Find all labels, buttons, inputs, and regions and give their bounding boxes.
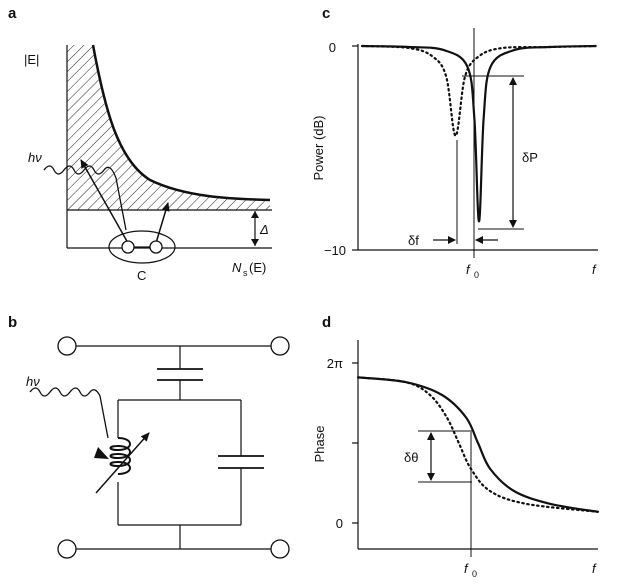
variable-inductor-arrow bbox=[95, 432, 150, 494]
port-bottom-left bbox=[57, 539, 77, 559]
delta-p-arrow-head-down bbox=[509, 220, 517, 228]
delta-p-arrow-head-up bbox=[509, 77, 517, 85]
d-series-group bbox=[356, 376, 600, 513]
delta-theta-label: δθ bbox=[404, 450, 418, 465]
panel-letter-c: c bbox=[322, 5, 330, 22]
panel-letter-a: a bbox=[8, 5, 17, 22]
panel-a: a |E| Δ hν C N s (E) bbox=[8, 5, 272, 283]
excitation-arrow-1 bbox=[80, 159, 129, 244]
variable-inductor-coil bbox=[109, 437, 131, 475]
x-end-label-c: f bbox=[592, 262, 597, 277]
delta-f-arrow-head-right bbox=[475, 236, 483, 244]
panel-b: b hν bbox=[8, 314, 290, 559]
dos-axis-label-sub: s bbox=[243, 268, 248, 278]
x-tick-f0-c-sub: 0 bbox=[474, 270, 479, 280]
y-tick-label-c-bottom: −10 bbox=[324, 243, 346, 258]
c-series-group bbox=[360, 44, 598, 223]
series-line-c-solid bbox=[361, 44, 597, 223]
series-line-c-dotted bbox=[360, 44, 598, 137]
cooper-pair-outline bbox=[108, 230, 176, 264]
energy-axis-label: |E| bbox=[24, 52, 39, 67]
photon-wave-b bbox=[29, 387, 109, 439]
x-tick-f0-d-main: f bbox=[464, 561, 469, 576]
delta-f-arrow-head-left bbox=[448, 236, 456, 244]
series-line-d-dotted bbox=[356, 376, 600, 513]
port-top-right bbox=[270, 336, 290, 356]
panel-d: d Phase 2π 0 δθ f 0 f bbox=[312, 314, 600, 579]
y-tick-label-d-bottom: 0 bbox=[336, 516, 343, 531]
cooper-pair-label: C bbox=[137, 268, 146, 283]
y-axis-label-d: Phase bbox=[312, 426, 327, 463]
density-of-states-curve bbox=[91, 44, 271, 202]
dos-axis-label-main: N bbox=[232, 260, 242, 275]
x-tick-f0-d-sub: 0 bbox=[472, 569, 477, 579]
y-tick-label-d-top: 2π bbox=[327, 356, 343, 371]
quasiparticle-states-region bbox=[67, 45, 270, 210]
dos-axis-label-tail: (E) bbox=[249, 260, 266, 275]
y-tick-label-c-top: 0 bbox=[329, 40, 336, 55]
port-bottom-right bbox=[270, 539, 290, 559]
series-line-d-solid bbox=[357, 376, 599, 513]
panel-letter-b: b bbox=[8, 314, 17, 331]
photon-label-a: hν bbox=[28, 150, 42, 165]
y-axis-label-c: Power (dB) bbox=[311, 115, 326, 180]
cooper-electron-1 bbox=[121, 240, 135, 254]
photon-wave-a bbox=[43, 165, 127, 231]
gap-arrow-head-up bbox=[251, 211, 259, 218]
gap-label: Δ bbox=[259, 222, 269, 237]
photon-label-b: hν bbox=[26, 374, 40, 389]
delta-f-label: δf bbox=[408, 233, 419, 248]
panel-c: c Power (dB) 0 −10 δP δf f 0 f bbox=[311, 5, 598, 280]
x-end-label-d: f bbox=[592, 561, 597, 576]
gap-arrow-head-down bbox=[251, 239, 259, 246]
delta-p-label: δP bbox=[522, 150, 538, 165]
panel-letter-d: d bbox=[322, 314, 331, 331]
x-tick-f0-c-main: f bbox=[466, 262, 471, 277]
photon-arrow-head-b bbox=[94, 447, 109, 459]
excitation-arrow-2 bbox=[155, 202, 170, 244]
delta-theta-arrow-head-down bbox=[427, 473, 435, 481]
delta-theta-arrow-head-up bbox=[427, 432, 435, 440]
cooper-electron-2 bbox=[149, 240, 163, 254]
port-top-left bbox=[57, 336, 77, 356]
